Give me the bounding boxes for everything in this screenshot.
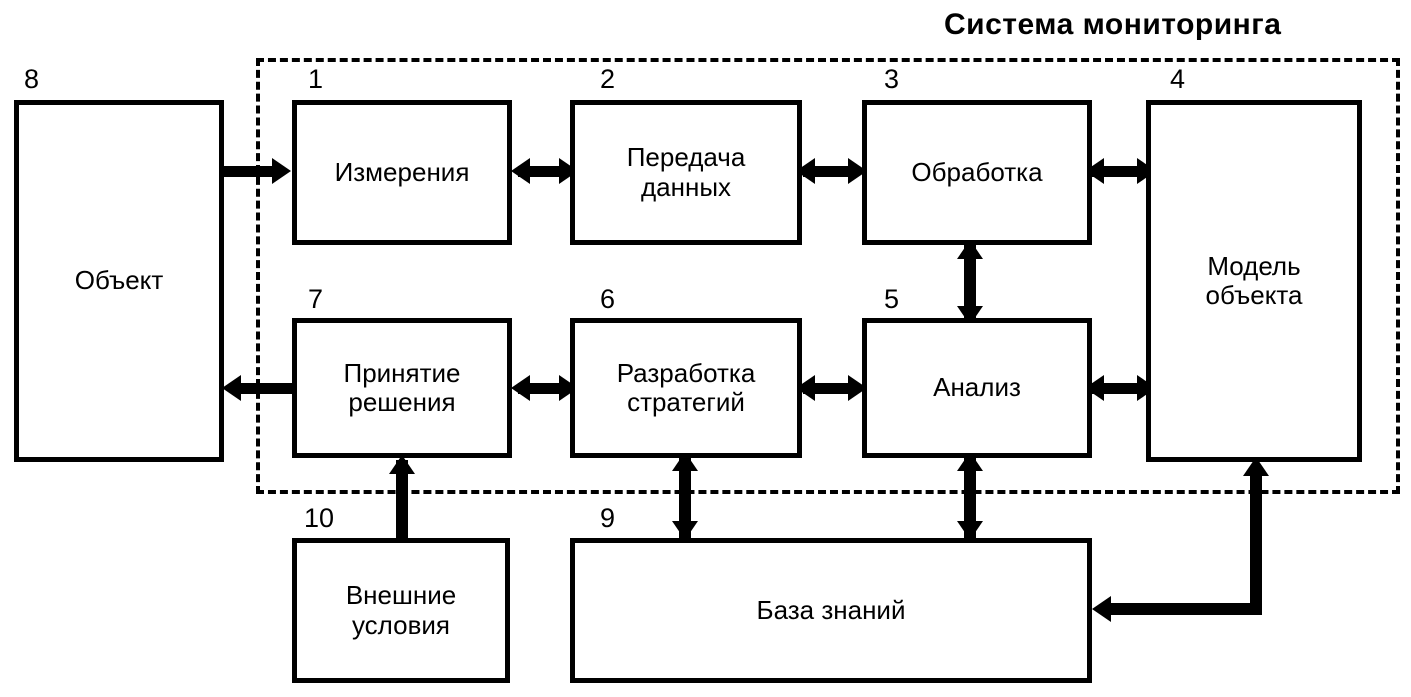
block-object[interactable]: Объект <box>14 100 224 462</box>
block-processing[interactable]: Обработка <box>862 100 1092 245</box>
block-number-9: 9 <box>598 503 618 533</box>
block-external-conditions[interactable]: Внешние условия <box>292 538 510 683</box>
block-number-8: 8 <box>22 64 42 94</box>
block-number-2: 2 <box>598 64 618 94</box>
block-number-1: 1 <box>306 64 326 94</box>
block-measurements[interactable]: Измерения <box>292 100 512 245</box>
system-boundary <box>256 58 1400 494</box>
block-number-6: 6 <box>598 284 618 314</box>
block-number-5: 5 <box>882 284 902 314</box>
block-number-10: 10 <box>302 503 337 533</box>
block-analysis-label: Анализ <box>933 372 1021 403</box>
block-measurements-label: Измерения <box>334 156 470 187</box>
block-analysis[interactable]: Анализ <box>862 318 1092 458</box>
block-object-model-label: Модель объекта <box>1205 250 1303 310</box>
block-data-transfer-label: Передача данных <box>626 142 746 202</box>
block-object-label: Объект <box>74 265 164 296</box>
block-object-model[interactable]: Модель объекта <box>1146 100 1362 462</box>
block-strategy[interactable]: Разработка стратегий <box>570 318 802 458</box>
block-knowledge-base-label: База знаний <box>756 594 906 625</box>
block-decision[interactable]: Принятие решения <box>292 318 512 458</box>
block-number-7: 7 <box>306 284 326 314</box>
block-number-3: 3 <box>882 64 902 94</box>
block-knowledge-base[interactable]: База знаний <box>570 538 1092 683</box>
block-strategy-label: Разработка стратегий <box>616 357 756 417</box>
diagram-title: Система мониторинга <box>944 8 1282 41</box>
block-data-transfer[interactable]: Передача данных <box>570 100 802 245</box>
block-number-4: 4 <box>1168 64 1188 94</box>
block-decision-label: Принятие решения <box>343 357 461 417</box>
block-external-conditions-label: Внешние условия <box>345 580 457 640</box>
block-processing-label: Обработка <box>911 156 1043 187</box>
